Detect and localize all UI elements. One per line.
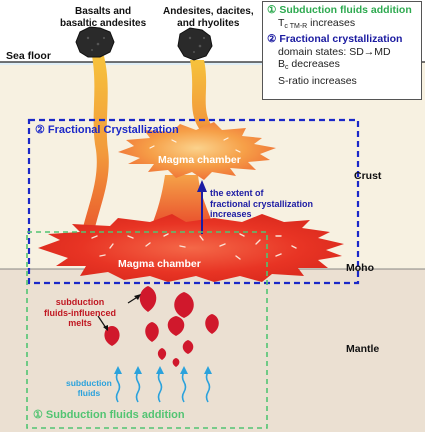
andesites-label: Andesites, dacites, and rhyolites bbox=[163, 6, 254, 30]
legend-item2-line2: Bc decreases bbox=[267, 58, 417, 75]
basalts-label-line1: Basalts and bbox=[75, 6, 132, 17]
legend: ① Subduction fluids addition Tc TM-R inc… bbox=[262, 1, 422, 100]
legend-bc-subscript: c bbox=[285, 64, 289, 72]
legend-bc-text: decreases bbox=[288, 58, 340, 71]
melt-drop bbox=[167, 316, 185, 336]
melt-drop bbox=[145, 322, 159, 342]
melt-drop bbox=[182, 340, 194, 354]
upper-magma-chamber bbox=[118, 122, 276, 180]
fractional-crystallization-box bbox=[27, 118, 360, 285]
legend-tc-text: increases bbox=[307, 16, 356, 29]
legend-item2-line3: S-ratio increases bbox=[278, 74, 357, 87]
legend-tc-subscript: c TM-R bbox=[284, 22, 308, 30]
melt-drop bbox=[104, 326, 120, 346]
crystallization-arrowhead bbox=[197, 180, 207, 192]
subduction-fluids-box bbox=[26, 231, 268, 429]
crystallization-note-line3: increases bbox=[210, 209, 252, 219]
fluids-label: subduction fluids bbox=[66, 378, 112, 398]
melt-drop bbox=[172, 358, 180, 367]
crystals bbox=[91, 233, 297, 260]
fluid-arrow bbox=[205, 371, 211, 403]
pointer-heads bbox=[103, 294, 141, 331]
legend-bc-symbol: B bbox=[278, 58, 286, 71]
melt-drop bbox=[174, 292, 194, 318]
crystallization-note: the extent of fractional crystallization… bbox=[210, 188, 313, 220]
upper-crystals bbox=[149, 137, 241, 153]
legend-item2-line1: domain states: SD→MD bbox=[278, 45, 391, 58]
fluid-arrowheads bbox=[114, 366, 212, 374]
melt-droplets bbox=[104, 286, 219, 367]
crystallization-note-line2: fractional crystallization bbox=[210, 198, 314, 209]
moho-label: Moho bbox=[346, 262, 374, 274]
basalts-label-line2: basaltic andesites bbox=[60, 18, 147, 29]
fluid-arrow bbox=[157, 371, 163, 403]
melts-label-line1: subduction bbox=[55, 297, 105, 307]
melts-label: subduction fluids-influenced melts bbox=[44, 297, 116, 329]
basalt-rock bbox=[75, 26, 115, 58]
crystallization-note-line1: the extent of bbox=[210, 188, 264, 198]
melts-pointer-2 bbox=[97, 315, 107, 329]
crust-label: Crust bbox=[354, 170, 382, 182]
mantle-layer bbox=[0, 269, 425, 432]
fluids-label-line2: fluids bbox=[77, 388, 101, 398]
andesite-rock bbox=[177, 27, 213, 61]
rock-texture bbox=[86, 36, 206, 53]
fractional-crystallization-title: ② Fractional Crystallization bbox=[35, 124, 179, 136]
sea-floor-label: Sea floor bbox=[6, 50, 51, 62]
upper-chamber-label: Magma chamber bbox=[158, 154, 241, 166]
fluid-arrow bbox=[135, 371, 141, 403]
fluid-arrow bbox=[181, 371, 187, 403]
lower-chamber-label: Magma chamber bbox=[118, 258, 201, 270]
legend-tc-symbol: T bbox=[278, 16, 285, 29]
melt-drop bbox=[139, 286, 157, 312]
legend-item2-title: ② Fractional crystallization bbox=[267, 33, 403, 46]
melt-drop bbox=[205, 314, 219, 334]
andesites-label-line2: and rhyolites bbox=[177, 18, 240, 29]
fluid-arrows bbox=[115, 371, 211, 403]
fluids-label-line1: subduction bbox=[66, 378, 112, 388]
basalt-conduit bbox=[82, 56, 109, 232]
mantle-label: Mantle bbox=[346, 343, 380, 355]
legend-item1-title: ① Subduction fluids addition bbox=[267, 4, 412, 16]
fluid-arrow bbox=[115, 371, 121, 403]
melts-label-line3: melts bbox=[68, 318, 92, 328]
andesites-label-line1: Andesites, dacites, bbox=[163, 6, 254, 17]
melt-drop bbox=[157, 348, 167, 360]
melts-label-line2: fluids-influenced bbox=[44, 307, 116, 318]
sea-band bbox=[0, 62, 262, 65]
subduction-fluids-title: ① Subduction fluids addition bbox=[33, 409, 185, 421]
legend-item1-line: Tc TM-R increases bbox=[267, 17, 417, 34]
basalts-label: Basalts and basaltic andesites bbox=[60, 6, 146, 30]
